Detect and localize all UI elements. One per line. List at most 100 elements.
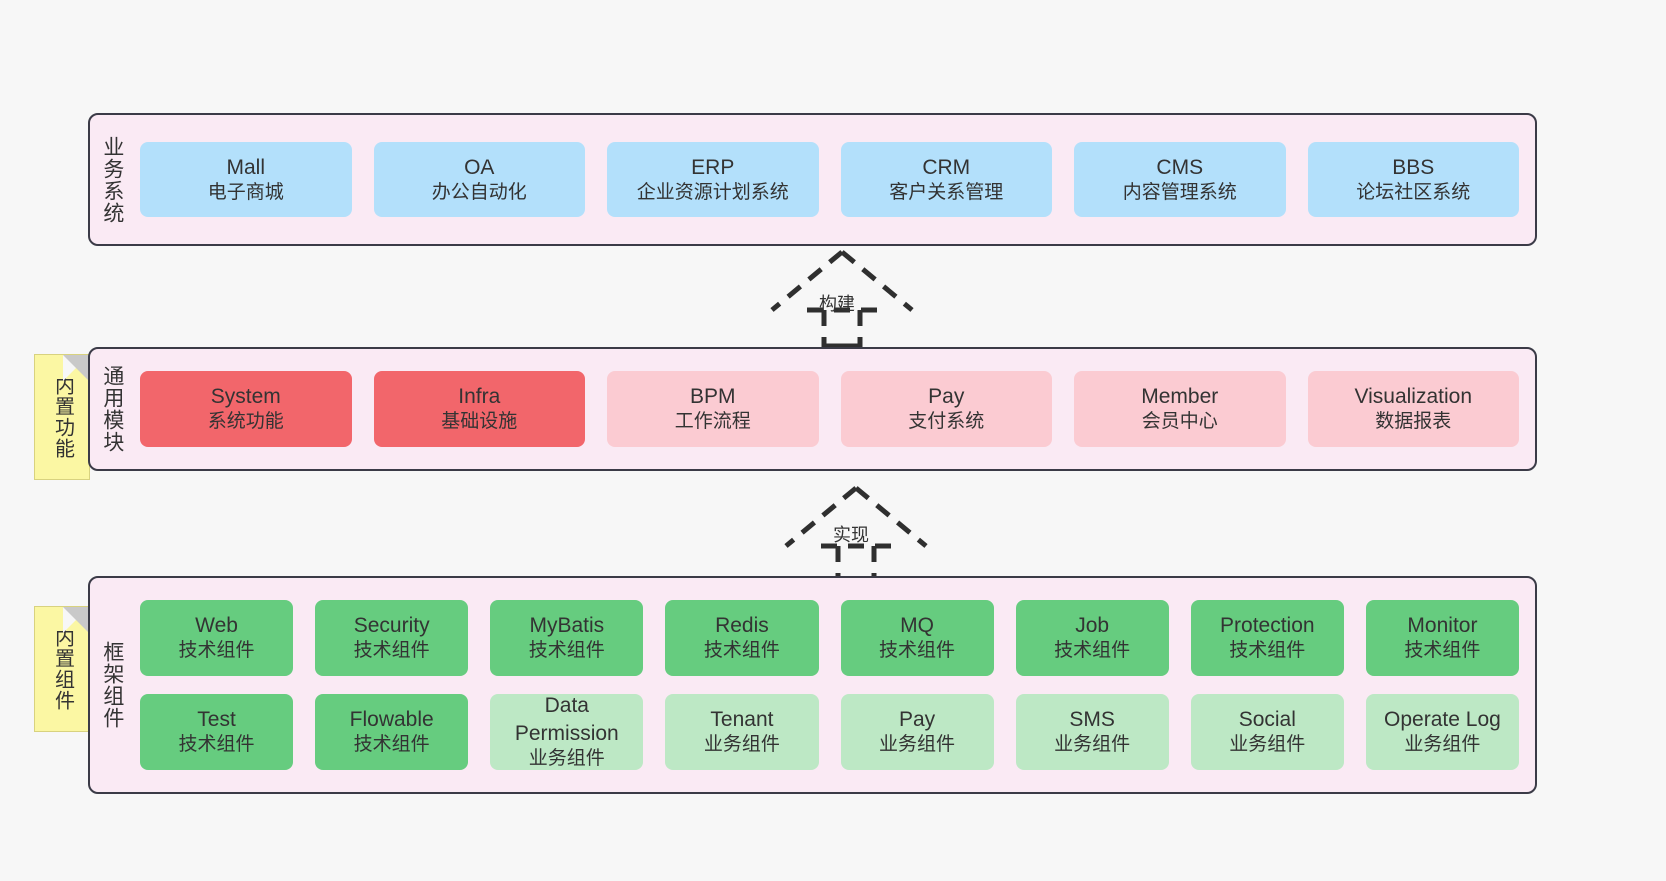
card-title-cn: 业务组件 bbox=[528, 747, 605, 769]
card-title-en: Operate Log bbox=[1384, 708, 1501, 731]
card-title-cn: 技术组件 bbox=[1054, 640, 1131, 662]
card-title-en: BPM bbox=[689, 385, 736, 408]
layer-body-common-module: System 系统功能 Infra 基础设施 BPM 工作流程 Pay 支付系统… bbox=[134, 349, 1535, 469]
card-cms[interactable]: CMS 内容管理系统 bbox=[1074, 142, 1286, 217]
card-monitor[interactable]: Monitor 技术组件 bbox=[1365, 600, 1519, 676]
card-title-cn: 基础设施 bbox=[441, 411, 518, 433]
card-erp[interactable]: ERP 企业资源计划系统 bbox=[607, 142, 819, 217]
card-title-en: Mall bbox=[226, 155, 265, 179]
layer-body-framework-component: Web 技术组件 Security 技术组件 MyBatis 技术组件 Redi… bbox=[134, 578, 1535, 792]
card-title-cn: 技术组件 bbox=[353, 734, 430, 756]
card-title-cn: 支付系统 bbox=[908, 411, 985, 433]
card-title-en: Pay bbox=[898, 708, 936, 731]
card-visualization[interactable]: Visualization 数据报表 bbox=[1307, 371, 1519, 447]
card-title-cn: 系统功能 bbox=[207, 411, 284, 433]
card-title-en: Social bbox=[1238, 708, 1296, 731]
card-title-cn: 业务组件 bbox=[1229, 734, 1306, 756]
card-sms[interactable]: SMS 业务组件 bbox=[1015, 694, 1169, 770]
layer-title-common-module: 通用模块 bbox=[100, 365, 124, 453]
card-title-cn: 业务组件 bbox=[1054, 734, 1131, 756]
card-row: Test 技术组件 Flowable 技术组件 Data Permission … bbox=[140, 694, 1519, 770]
card-bpm[interactable]: BPM 工作流程 bbox=[607, 371, 819, 447]
card-title-en: Protection bbox=[1220, 614, 1315, 637]
card-title-en: MQ bbox=[900, 614, 934, 637]
card-title-en: Visualization bbox=[1354, 385, 1473, 408]
card-social[interactable]: Social 业务组件 bbox=[1190, 694, 1344, 770]
card-title-en: Tenant bbox=[710, 708, 774, 731]
card-title-cn: 客户关系管理 bbox=[889, 181, 1004, 203]
card-title-cn: 办公自动化 bbox=[431, 181, 527, 203]
card-crm[interactable]: CRM 客户关系管理 bbox=[840, 142, 1052, 217]
card-data-permission[interactable]: Data Permission 业务组件 bbox=[490, 694, 644, 770]
card-oa[interactable]: OA 办公自动化 bbox=[373, 142, 585, 217]
card-title-cn: 技术组件 bbox=[703, 640, 780, 662]
card-row: System 系统功能 Infra 基础设施 BPM 工作流程 Pay 支付系统… bbox=[140, 371, 1519, 447]
layer-title-business-system: 业务系统 bbox=[100, 135, 124, 224]
layer-framework-component: 框架组件 Web 技术组件 Security 技术组件 MyBatis 技术组件… bbox=[88, 576, 1537, 794]
card-title-en: Monitor bbox=[1407, 614, 1478, 637]
connector-label-implement: 实现 bbox=[833, 525, 869, 545]
card-title-en: Job bbox=[1075, 614, 1110, 637]
card-test[interactable]: Test 技术组件 bbox=[140, 694, 294, 770]
card-operate-log[interactable]: Operate Log 业务组件 bbox=[1365, 694, 1519, 770]
card-mybatis[interactable]: MyBatis 技术组件 bbox=[490, 600, 644, 676]
card-title-en: CRM bbox=[922, 155, 971, 179]
card-title-en: ERP bbox=[691, 155, 735, 179]
layer-title-framework-component: 框架组件 bbox=[100, 641, 124, 729]
card-title-cn: 业务组件 bbox=[879, 734, 956, 756]
card-mall[interactable]: Mall 电子商城 bbox=[140, 142, 352, 217]
card-title-cn: 技术组件 bbox=[528, 640, 605, 662]
card-title-cn: 技术组件 bbox=[1229, 640, 1306, 662]
note-builtin-features: 内置功能 bbox=[34, 354, 90, 480]
card-redis[interactable]: Redis 技术组件 bbox=[665, 600, 819, 676]
card-title-en: System bbox=[210, 385, 281, 408]
card-tenant[interactable]: Tenant 业务组件 bbox=[665, 694, 819, 770]
card-title-en: Infra bbox=[458, 385, 501, 408]
card-pay-component[interactable]: Pay 业务组件 bbox=[840, 694, 994, 770]
card-title-cn: 工作流程 bbox=[674, 411, 751, 433]
card-title-cn: 技术组件 bbox=[879, 640, 956, 662]
card-title-cn: 技术组件 bbox=[353, 640, 430, 662]
card-title-cn: 业务组件 bbox=[703, 734, 780, 756]
card-title-en: Data Permission bbox=[514, 694, 619, 745]
card-title-cn: 会员中心 bbox=[1141, 411, 1218, 433]
card-title-cn: 内容管理系统 bbox=[1122, 181, 1237, 203]
card-title-en: CMS bbox=[1156, 155, 1204, 179]
card-title-en: Pay bbox=[928, 385, 965, 408]
card-security[interactable]: Security 技术组件 bbox=[315, 600, 469, 676]
card-title-en: MyBatis bbox=[529, 614, 605, 637]
card-title-en: Security bbox=[353, 614, 430, 637]
card-bbs[interactable]: BBS 论坛社区系统 bbox=[1307, 142, 1519, 217]
card-title-cn: 电子商城 bbox=[207, 181, 284, 203]
card-title-en: Web bbox=[195, 614, 238, 637]
card-title-cn: 论坛社区系统 bbox=[1356, 181, 1471, 203]
card-title-cn: 企业资源计划系统 bbox=[636, 181, 789, 203]
card-infra[interactable]: Infra 基础设施 bbox=[373, 371, 585, 447]
card-pay-module[interactable]: Pay 支付系统 bbox=[840, 371, 1052, 447]
card-system[interactable]: System 系统功能 bbox=[140, 371, 352, 447]
card-title-en: OA bbox=[464, 155, 495, 179]
card-title-en: SMS bbox=[1069, 708, 1115, 731]
layer-business-system: 业务系统 Mall 电子商城 OA 办公自动化 ERP 企业资源计划系统 CRM bbox=[88, 113, 1537, 246]
card-title-cn: 技术组件 bbox=[178, 640, 255, 662]
card-title-en: Flowable bbox=[349, 708, 434, 731]
card-protection[interactable]: Protection 技术组件 bbox=[1190, 600, 1344, 676]
card-title-en: Test bbox=[197, 708, 236, 731]
card-job[interactable]: Job 技术组件 bbox=[1015, 600, 1169, 676]
card-title-en: Redis bbox=[715, 614, 769, 637]
card-title-cn: 技术组件 bbox=[178, 734, 255, 756]
card-flowable[interactable]: Flowable 技术组件 bbox=[315, 694, 469, 770]
card-row: Mall 电子商城 OA 办公自动化 ERP 企业资源计划系统 CRM 客户关系… bbox=[140, 142, 1519, 217]
card-title-cn: 数据报表 bbox=[1375, 411, 1452, 433]
card-web[interactable]: Web 技术组件 bbox=[140, 600, 294, 676]
card-row: Web 技术组件 Security 技术组件 MyBatis 技术组件 Redi… bbox=[140, 600, 1519, 676]
card-mq[interactable]: MQ 技术组件 bbox=[840, 600, 994, 676]
layer-body-business-system: Mall 电子商城 OA 办公自动化 ERP 企业资源计划系统 CRM 客户关系… bbox=[134, 115, 1535, 244]
card-title-en: Member bbox=[1141, 385, 1219, 408]
note-builtin-components: 内置组件 bbox=[34, 606, 90, 732]
card-member[interactable]: Member 会员中心 bbox=[1074, 371, 1286, 447]
card-title-en: BBS bbox=[1392, 155, 1435, 179]
layer-common-module: 通用模块 System 系统功能 Infra 基础设施 BPM 工作流程 Pay bbox=[88, 347, 1537, 471]
card-title-cn: 技术组件 bbox=[1404, 640, 1481, 662]
